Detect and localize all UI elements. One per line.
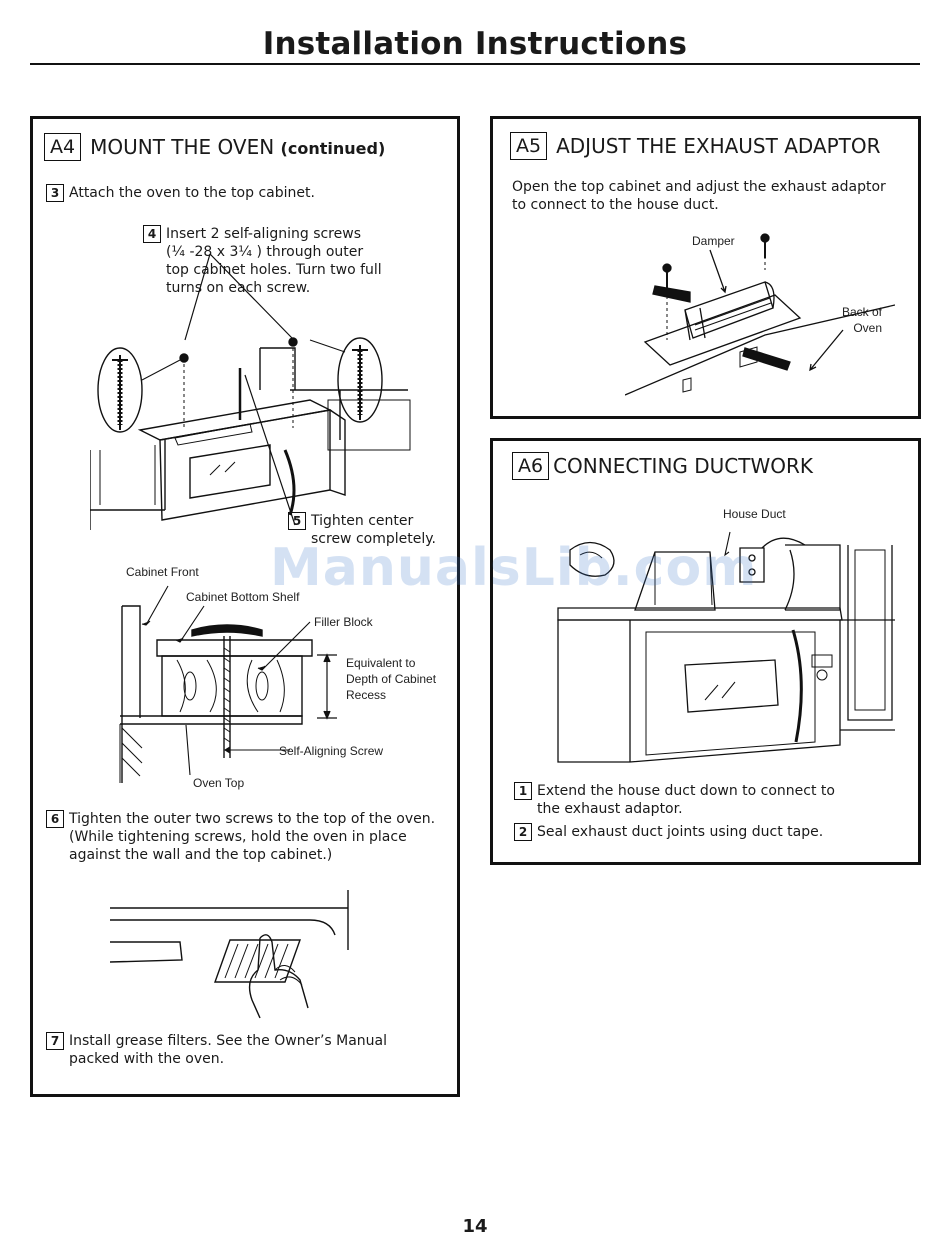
step-number: 7: [46, 1032, 64, 1050]
cabinet-cross-section-illustration: [119, 605, 337, 783]
section-a6-title: CONNECTING DUCTWORK: [553, 454, 814, 478]
step-text-line: Insert 2 self-aligning screws: [166, 226, 361, 242]
grease-filter-illustration: [110, 890, 349, 1019]
section-a5-body: Open the top cabinet and adjust the exha…: [512, 179, 886, 213]
label-house-duct: House Duct: [723, 507, 786, 521]
step-number: 6: [46, 810, 64, 828]
section-a6-tag: A6: [512, 452, 550, 480]
step-text-line: Tighten the outer two screws to the top …: [69, 811, 436, 827]
step-text-line: against the wall and the top cabinet.): [69, 847, 333, 863]
label-self-aligning-screw: Self-Aligning Screw: [279, 744, 384, 758]
oven-mounting-illustration: [90, 337, 411, 530]
step-1: 1 Extend the house duct down to connect …: [514, 782, 835, 818]
label-cabinet-front: Cabinet Front: [126, 565, 199, 579]
step-text-line: (While tightening screws, hold the oven …: [69, 829, 407, 845]
step-3: 3 Attach the oven to the top cabinet.: [46, 184, 315, 202]
step-text-line: top cabinet holes. Turn two full: [166, 262, 382, 278]
ductwork-illustration: [557, 531, 895, 763]
step-number: 5: [288, 512, 306, 530]
step-7: 7 Install grease filters. See the Owner’…: [46, 1032, 387, 1068]
section-a5-tag: A5: [510, 132, 548, 160]
section-a5-panel: [490, 116, 921, 419]
label-cabinet-bottom-shelf: Cabinet Bottom Shelf: [186, 590, 300, 604]
exhaust-adaptor-illustration: [625, 233, 895, 396]
section-a5-title: ADJUST THE EXHAUST ADAPTOR: [556, 134, 881, 158]
label-damper: Damper: [692, 234, 735, 248]
step-text-line: screw completely.: [311, 531, 436, 547]
cross-section-leader-lines: [141, 585, 311, 776]
watermark: ManualsLib.com: [270, 538, 758, 598]
section-a4-panel: [30, 116, 460, 1097]
step-text: Seal exhaust duct joints using duct tape…: [537, 824, 824, 840]
step-text-line: turns on each screw.: [166, 280, 311, 296]
label-oven-top: Oven Top: [193, 776, 245, 790]
step-text-line: Tighten center: [311, 513, 414, 529]
step-5: 5 Tighten center screw completely.: [288, 512, 436, 548]
page-title: Installation Instructions: [262, 26, 688, 62]
step-text: Attach the oven to the top cabinet.: [69, 185, 315, 201]
step-text-line: the exhaust adaptor.: [537, 801, 683, 817]
step-5-pointer-line: [244, 374, 296, 526]
section-a4-tag: A4: [44, 133, 82, 161]
step-text-line: (¹⁄₄ -28 x 3¹⁄₄ ) through outer: [166, 244, 364, 260]
section-a4-title: MOUNT THE OVEN (continued): [90, 135, 386, 159]
step-text-line: Extend the house duct down to connect to: [537, 783, 835, 799]
step-number: 4: [143, 225, 161, 243]
section-a6-header: A6 CONNECTING DUCTWORK: [512, 452, 813, 480]
label-filler-block: Filler Block: [314, 615, 373, 629]
section-a6-panel: [490, 438, 921, 865]
step-number: 1: [514, 782, 532, 800]
step-4: 4 Insert 2 self-aligning screws (¹⁄₄ -28…: [143, 225, 382, 297]
step-6: 6 Tighten the outer two screws to the to…: [46, 810, 435, 864]
section-a4-header: A4 MOUNT THE OVEN (continued): [44, 133, 385, 161]
step-2: 2 Seal exhaust duct joints using duct ta…: [514, 823, 823, 841]
page-number: 14: [462, 1216, 488, 1237]
section-a5-header: A5 ADJUST THE EXHAUST ADAPTOR: [510, 132, 881, 160]
title-rule: [30, 63, 920, 65]
step-4-pointer-lines: [184, 253, 293, 341]
step-text-line: Install grease filters. See the Owner’s …: [69, 1033, 388, 1049]
label-equivalent-depth: Equivalent to Depth of Cabinet Recess: [346, 656, 437, 702]
step-number: 3: [46, 184, 64, 202]
step-number: 2: [514, 823, 532, 841]
step-text-line: packed with the oven.: [69, 1051, 225, 1067]
